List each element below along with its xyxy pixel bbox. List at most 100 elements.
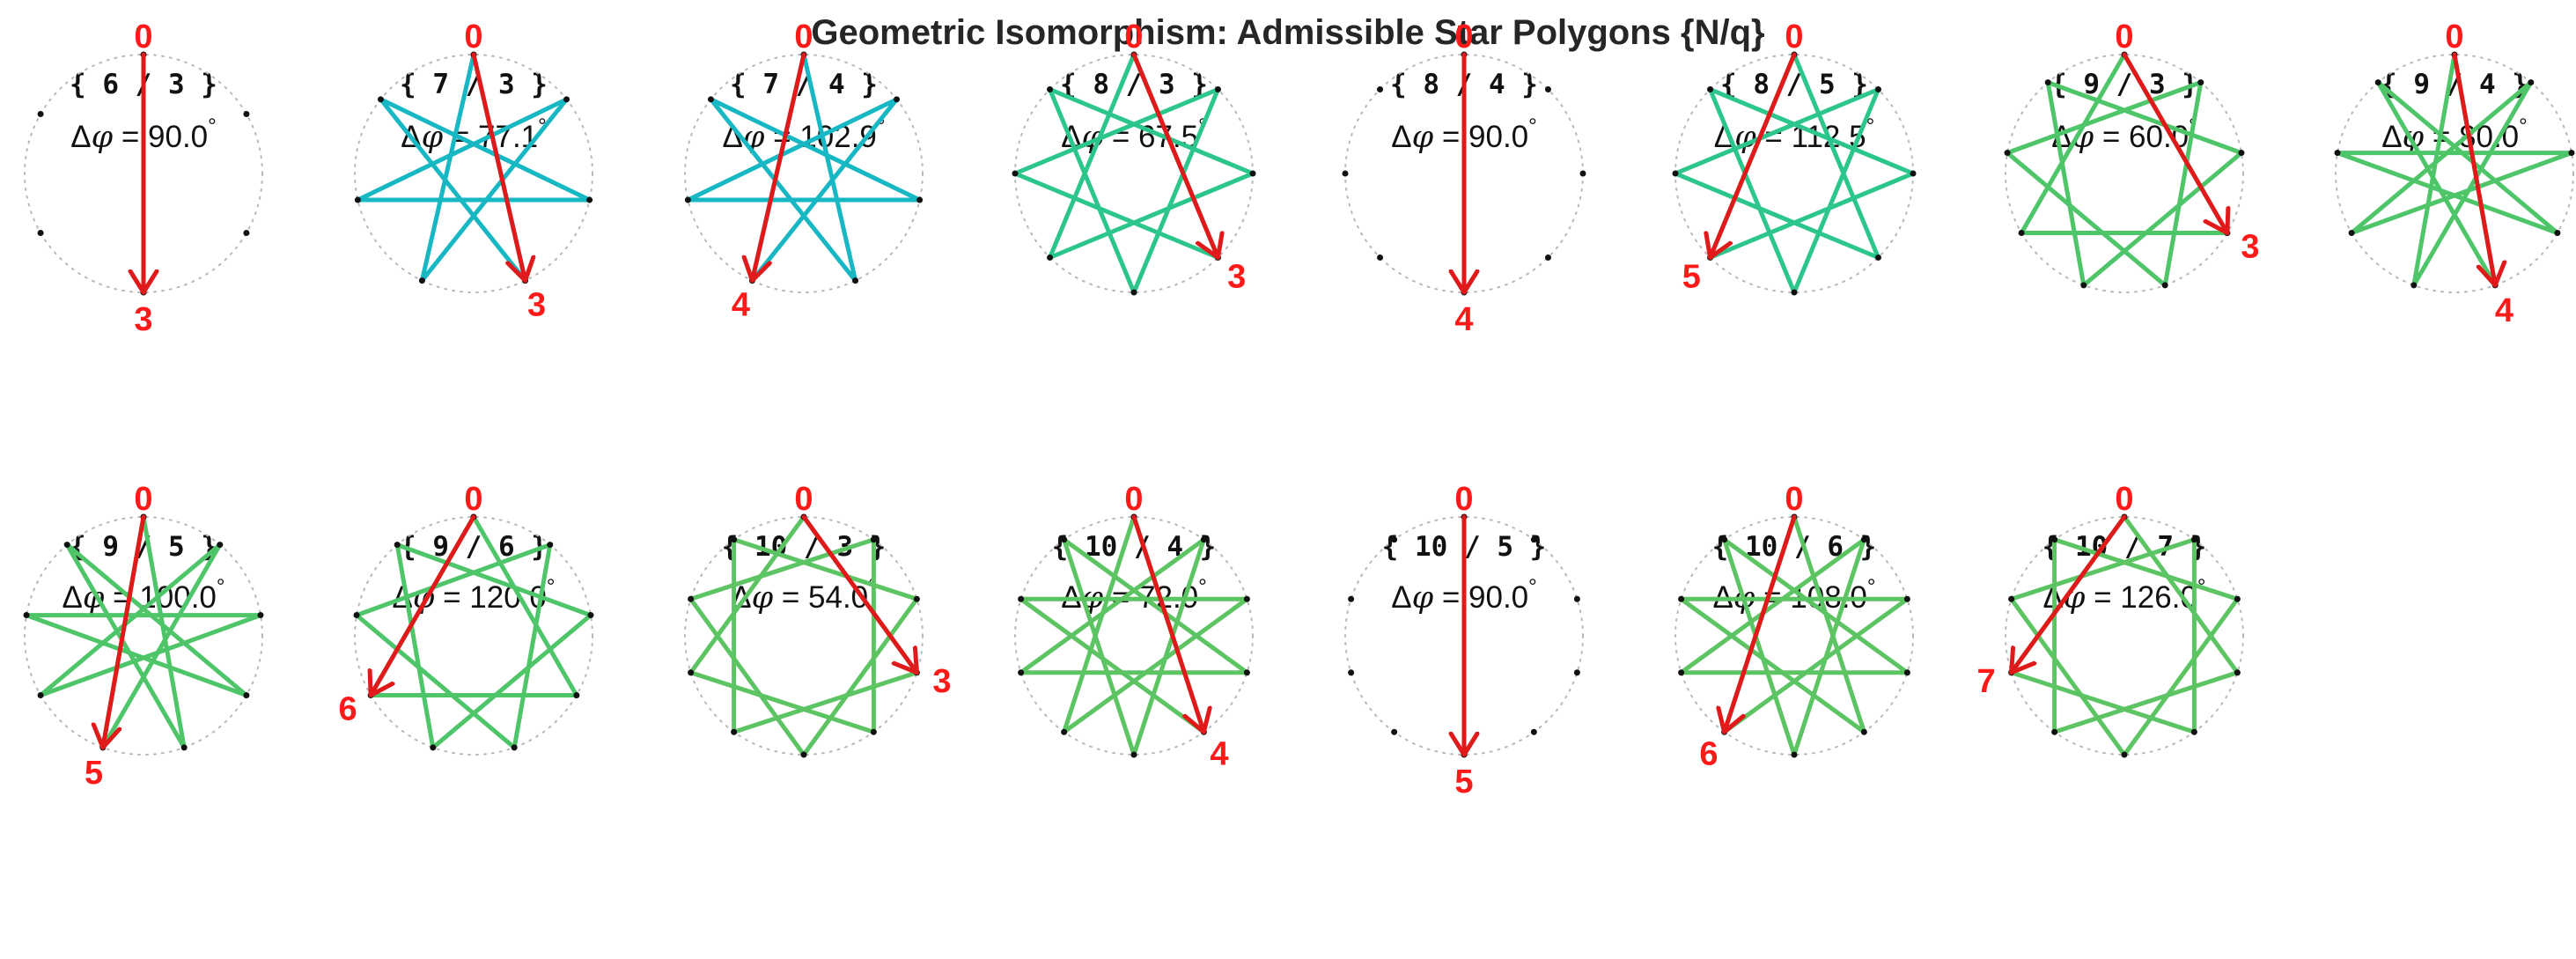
vertex-label-end: 3 xyxy=(932,663,951,700)
vertex-dot xyxy=(1530,728,1537,735)
degree-sign: ° xyxy=(1528,114,1537,138)
vertex-dot xyxy=(257,612,264,619)
vertex-dot xyxy=(1678,669,1685,676)
star-panel-7-3: { 7 / 3 }Δφ = 77.1°03 xyxy=(354,18,593,324)
step-arrow xyxy=(371,514,476,697)
vertex-dot xyxy=(1721,536,1728,543)
star-edge-cycle xyxy=(394,542,593,750)
star-panel-7-4: { 7 / 4 }Δφ = 102.9°04 xyxy=(684,18,924,324)
vertex-dot xyxy=(377,96,384,103)
guide-circle xyxy=(354,516,593,756)
vertex-dot xyxy=(2554,230,2561,236)
vertex-dot xyxy=(2568,150,2575,157)
vertex-label-start: 0 xyxy=(134,481,152,518)
phi-symbol: φ xyxy=(2403,120,2425,155)
star-panel-10-3: { 10 / 3 }Δφ = 54.0°03 xyxy=(684,481,951,758)
degree-sign: ° xyxy=(2519,114,2528,138)
vertex-dot xyxy=(1348,669,1355,676)
vertex-dot xyxy=(2334,150,2341,157)
step-arrow xyxy=(2122,52,2227,235)
vertex-label-start: 0 xyxy=(1785,18,1803,55)
vertex-dot xyxy=(353,612,360,619)
panel-title: { 8 / 5 } xyxy=(1720,69,1868,100)
vertex-dot xyxy=(563,96,570,103)
vertex-dot xyxy=(1377,86,1384,93)
vertex-dot xyxy=(1573,669,1580,676)
step-arrow xyxy=(1725,514,1797,734)
star-panel-9-4: { 9 / 4 }Δφ = 80.0°04 xyxy=(2334,18,2575,329)
guide-circle xyxy=(684,516,924,756)
vertex-dot xyxy=(1214,86,1221,93)
vertex-label-end: 4 xyxy=(1210,736,1228,773)
guide-circle xyxy=(2005,516,2244,756)
phi-symbol: φ xyxy=(1412,580,1434,616)
vertex-dot xyxy=(1860,728,1867,735)
vertex-dot xyxy=(180,744,188,751)
star-edge-cycle xyxy=(355,52,592,284)
vertex-dot xyxy=(243,230,250,236)
delta-symbol: Δ xyxy=(2381,120,2402,154)
step-arrow xyxy=(1711,52,1797,260)
vertex-dot xyxy=(731,728,738,735)
vertex-label-end: 4 xyxy=(2495,292,2513,329)
degree-sign: ° xyxy=(1528,575,1537,599)
vertex-dot xyxy=(1018,669,1025,676)
vertex-dot xyxy=(1061,536,1068,543)
vertex-dot xyxy=(243,111,250,117)
guide-circle xyxy=(354,54,593,293)
star-edge-cycle xyxy=(2045,80,2244,288)
dphi-value: 90.0 xyxy=(148,120,208,154)
vertex-dot xyxy=(1061,728,1068,735)
vertex-label-end: 6 xyxy=(339,691,357,728)
step-arrow xyxy=(2009,514,2127,675)
vertex-dot xyxy=(63,542,70,549)
vertex-dot xyxy=(684,196,691,203)
degree-sign: ° xyxy=(1867,575,1876,599)
delta-symbol: Δ xyxy=(70,120,91,154)
vertex-dot xyxy=(1391,536,1398,543)
vertex-dot xyxy=(1860,536,1867,543)
delta-symbol: Δ xyxy=(63,580,83,615)
vertex-dot xyxy=(800,751,807,758)
star-panel-10-7: { 10 / 7 }Δφ = 126.0°07 xyxy=(1977,481,2244,758)
vertex-dot xyxy=(586,196,593,203)
vertex-dot xyxy=(1130,289,1137,296)
star-panel-8-5: { 8 / 5 }Δφ = 112.5°05 xyxy=(1672,18,1917,296)
vertex-dot xyxy=(1672,170,1679,177)
vertex-dot xyxy=(2234,595,2241,602)
step-arrow xyxy=(103,514,146,750)
guide-circle xyxy=(2335,54,2574,293)
guide-circle xyxy=(24,516,263,756)
vertex-dot xyxy=(23,612,30,619)
vertex-dot xyxy=(37,111,44,117)
vertex-dot xyxy=(1910,170,1917,177)
vertex-dot xyxy=(2051,728,2058,735)
panel-delta-phi: Δφ = 120.0° xyxy=(393,575,556,616)
degree-sign: ° xyxy=(1866,114,1875,138)
panels: { 6 / 3 }Δφ = 90.0°03{ 7 / 3 }Δφ = 77.1°… xyxy=(23,18,2575,800)
degree-sign: ° xyxy=(1198,575,1207,599)
figure-title: Geometric Isomorphism: Admissible Star P… xyxy=(811,13,1764,52)
vertex-dot xyxy=(547,542,554,549)
vertex-dot xyxy=(2161,282,2168,289)
guide-circle xyxy=(684,54,924,293)
vertex-label-start: 0 xyxy=(1785,481,1803,518)
dphi-equals: = xyxy=(2085,580,2120,615)
vertex-label-start: 0 xyxy=(2445,18,2463,55)
panel-delta-phi: Δφ = 67.5° xyxy=(1061,114,1207,155)
panel-title: { 10 / 4 } xyxy=(1052,531,1217,563)
delta-symbol: Δ xyxy=(1391,580,1411,615)
panel-title: { 7 / 3 } xyxy=(400,69,548,100)
vertex-dot xyxy=(1874,86,1881,93)
vertex-dot xyxy=(1791,751,1798,758)
panel-delta-phi: Δφ = 90.0° xyxy=(1391,575,1537,616)
vertex-dot xyxy=(2190,536,2197,543)
vertex-label-start: 0 xyxy=(794,18,813,55)
vertex-dot xyxy=(2008,595,2015,602)
step-arrow xyxy=(1131,52,1218,260)
vertex-dot xyxy=(1243,595,1250,602)
degree-sign: ° xyxy=(208,114,217,138)
vertex-dot xyxy=(1243,669,1250,676)
vertex-dot xyxy=(1874,254,1881,261)
star-edge-cycle xyxy=(354,542,553,750)
